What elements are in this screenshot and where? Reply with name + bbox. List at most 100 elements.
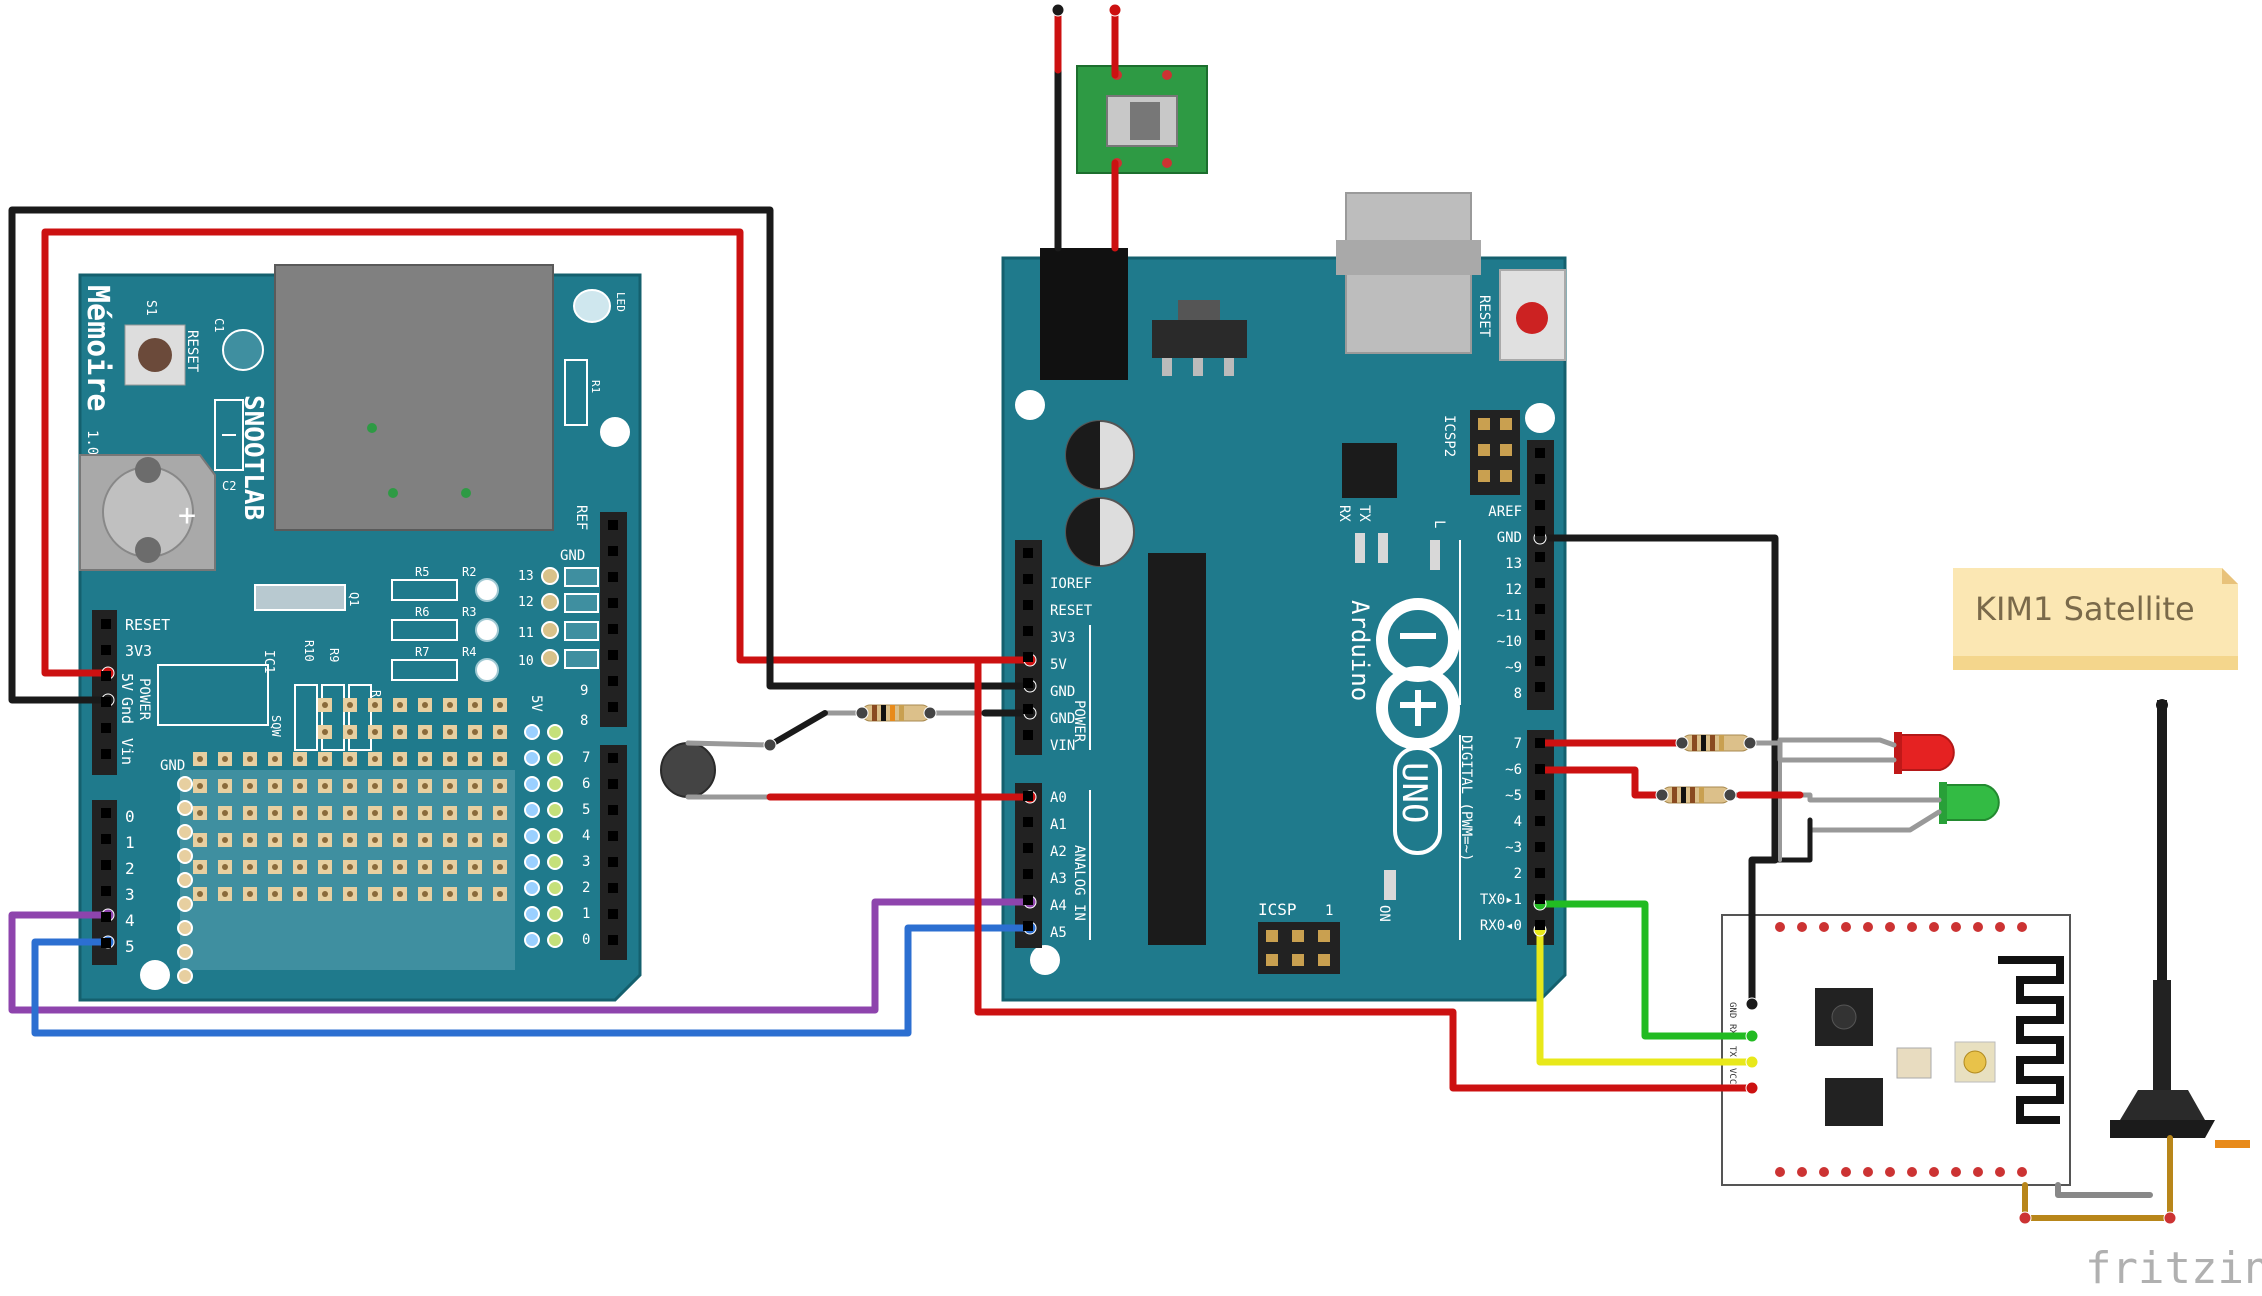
rail-pad	[547, 776, 563, 792]
resistor-r7	[391, 659, 458, 681]
capacitor-c1	[222, 329, 264, 371]
proto-hole	[322, 783, 328, 789]
header-pin	[1535, 764, 1545, 774]
arduino-digital-pin-label: 13	[1505, 556, 1522, 572]
shield-gnd-label: GND	[560, 548, 585, 564]
wire-end	[2163, 1211, 2177, 1225]
proto-hole	[497, 729, 503, 735]
proto-hole	[322, 864, 328, 870]
proto-hole	[297, 810, 303, 816]
rail-pad	[547, 932, 563, 948]
module-pad	[1841, 1167, 1851, 1177]
arduino-uno: RESET ICSP2 TX RX L Arduino UNO ICSP	[1001, 192, 1567, 1002]
l-label: L	[1431, 520, 1447, 528]
module-pad	[1973, 922, 1983, 932]
proto-5v-label: 5V	[528, 695, 544, 712]
arduino-power-pin-label: GND	[1050, 684, 1075, 700]
wire-end	[763, 738, 777, 752]
shield-pad-13: 13	[518, 569, 534, 584]
proto-hole	[272, 783, 278, 789]
arduino-digital-pin-label: 8	[1514, 686, 1522, 702]
arduino-digital-pin-label: TX0▸1	[1480, 892, 1522, 908]
header-pin	[101, 938, 111, 948]
module-pcb-antenna	[1998, 956, 2064, 1124]
dc-power-jack[interactable]	[1040, 248, 1128, 380]
header-pin	[1023, 730, 1033, 740]
rx-label: RX	[1336, 505, 1352, 522]
module-pad	[1885, 1167, 1895, 1177]
header-pin	[101, 619, 111, 629]
proto-hole	[322, 702, 328, 708]
proto-hole	[197, 891, 203, 897]
shield-reset-button-cap[interactable]	[138, 338, 172, 372]
header-pin	[1023, 626, 1033, 636]
mounting-hole	[1030, 945, 1060, 975]
shield-digital-pin-label: 0	[582, 932, 590, 948]
on-label: ON	[1376, 905, 1392, 922]
header-pin	[608, 546, 618, 556]
proto-hole	[372, 837, 378, 843]
shield-pad-10: 10	[518, 654, 534, 669]
proto-hole	[397, 891, 403, 897]
shield-digital-header-top	[600, 512, 627, 727]
module-pad	[1775, 922, 1785, 932]
proto-hole	[197, 810, 203, 816]
arduino-analog-pin-label: A0	[1050, 790, 1067, 806]
capacitor-c2	[214, 399, 244, 471]
header-pin	[1535, 578, 1545, 588]
icsp2-pin	[1500, 470, 1512, 482]
shield-version: 1.0	[84, 430, 100, 455]
shield-analog-5: 5	[125, 937, 135, 956]
arduino-power-pin-label: RESET	[1050, 603, 1093, 619]
rail-pad	[547, 750, 563, 766]
header-pin	[1023, 843, 1033, 853]
proto-hole	[347, 864, 353, 870]
voltage-regulator	[1152, 320, 1247, 358]
shield-digital-pin-label: 7	[582, 750, 590, 766]
arduino-digital-pin-label: AREF	[1488, 504, 1522, 520]
module-pad	[1797, 922, 1807, 932]
header-pin	[608, 572, 618, 582]
arduino-analog-pin-label: A4	[1050, 898, 1067, 914]
header-pin	[608, 909, 618, 919]
shield-r10-label: R10	[302, 640, 316, 662]
header-pin	[101, 697, 111, 707]
shield-r3-label: R3	[462, 605, 476, 619]
header-pin	[1023, 791, 1033, 801]
proto-hole	[422, 864, 428, 870]
mounting-hole	[600, 417, 630, 447]
arduino-power-word: POWER	[1071, 700, 1087, 743]
module-pad	[1973, 1167, 1983, 1177]
shield-r2-label: R2	[462, 565, 476, 579]
header-pin	[1535, 682, 1545, 692]
shield-pin-8: 8	[580, 713, 588, 729]
proto-hole	[472, 810, 478, 816]
shield-ref-label: REF	[573, 505, 589, 530]
header-pin	[1023, 600, 1033, 610]
resistor-band	[1690, 787, 1695, 803]
header-pin	[1023, 895, 1033, 905]
resistor-band	[1710, 735, 1715, 751]
proto-hole	[272, 837, 278, 843]
icsp2-header	[1470, 410, 1520, 495]
rail-pad	[547, 828, 563, 844]
arduino-digital-pin-label: 4	[1514, 814, 1522, 830]
transistor-r4	[475, 658, 499, 682]
header-pin	[1535, 868, 1545, 878]
header-pin	[1535, 842, 1545, 852]
proto-hole	[347, 783, 353, 789]
header-pin	[1023, 704, 1033, 714]
arduino-digital-pin-label: RX0◂0	[1480, 918, 1522, 934]
header-pin	[608, 935, 618, 945]
header-pin	[1535, 738, 1545, 748]
proto-hole	[347, 837, 353, 843]
icsp-pin	[1292, 954, 1304, 966]
wire-end	[1745, 1055, 1759, 1069]
shield-r9-label: R9	[327, 648, 341, 662]
proto-hole	[447, 729, 453, 735]
arduino-reset-button-cap[interactable]	[1516, 302, 1548, 334]
header-pin	[1535, 894, 1545, 904]
icsp-pin	[1318, 930, 1330, 942]
proto-hole	[397, 864, 403, 870]
transistor-r2	[475, 578, 499, 602]
